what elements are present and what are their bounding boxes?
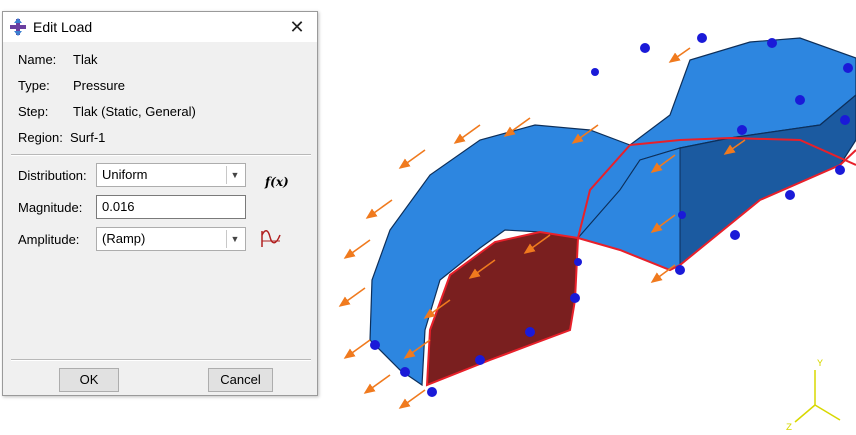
amplitude-value: (Ramp)	[102, 231, 146, 246]
step-value: Tlak (Static, General)	[73, 104, 196, 119]
amplitude-label: Amplitude:	[18, 232, 80, 247]
boundary-condition-glyphs	[370, 33, 853, 397]
chevron-down-icon: ▼	[226, 230, 243, 248]
region-value: Surf-1	[70, 130, 106, 145]
axis-y-label: Y	[817, 359, 823, 370]
type-row: Type: Pressure	[18, 78, 125, 93]
region-row: Region: Surf-1	[18, 130, 105, 145]
type-value: Pressure	[73, 78, 126, 93]
amplitude-select[interactable]: (Ramp) ▼	[96, 227, 246, 251]
pressure-arrows	[338, 47, 746, 409]
edit-load-dialog: Edit Load ✕ Name: Tlak Type: Pressure Step…	[2, 11, 318, 396]
dialog-titlebar: Edit Load ✕	[3, 12, 317, 42]
close-button[interactable]: ✕	[277, 12, 317, 42]
distribution-select[interactable]: Uniform ▼	[96, 163, 246, 187]
axis-triad	[794, 370, 841, 423]
abaqus-load-icon	[10, 18, 26, 36]
separator	[11, 154, 311, 156]
magnitude-label: Magnitude:	[18, 200, 83, 215]
cancel-button[interactable]: Cancel	[208, 368, 273, 392]
step-label: Step:	[18, 104, 49, 119]
amplitude-curve-icon[interactable]	[259, 227, 283, 251]
type-label: Type:	[18, 78, 50, 93]
region-label: Region:	[18, 130, 63, 145]
separator	[11, 359, 311, 361]
close-icon: ✕	[289, 17, 305, 37]
magnitude-input[interactable]: 0.016	[96, 195, 246, 219]
step-row: Step: Tlak (Static, General)	[18, 104, 196, 119]
dialog-title: Edit Load	[33, 19, 93, 35]
chevron-down-icon: ▼	[226, 166, 243, 184]
distribution-value: Uniform	[102, 167, 148, 182]
name-label: Name:	[18, 52, 57, 67]
ok-button[interactable]: OK	[59, 368, 119, 392]
function-button[interactable]: f(x)	[265, 175, 289, 189]
axis-z-label: Z	[786, 423, 792, 434]
name-value: Tlak	[73, 52, 98, 67]
name-row: Name: Tlak	[18, 52, 98, 67]
distribution-label: Distribution:	[18, 168, 87, 183]
magnitude-value: 0.016	[102, 199, 135, 214]
model-viewport[interactable]: Y Z	[330, 0, 856, 435]
